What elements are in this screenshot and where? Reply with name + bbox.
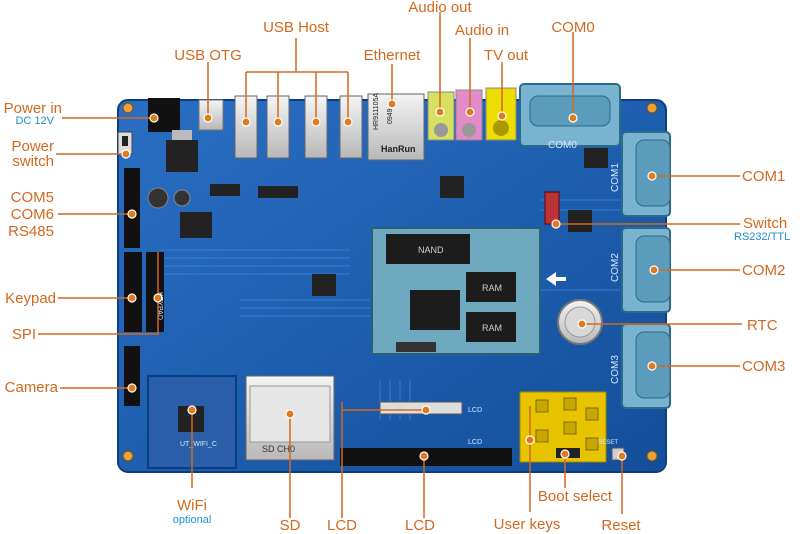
label-sd: SD	[279, 517, 301, 534]
wifi-silk: UT_WIFI_C	[180, 441, 217, 448]
com2-silk: COM2	[610, 253, 621, 282]
label-power-switch-2: switch	[12, 153, 54, 170]
com2-connector: COM2	[610, 227, 671, 313]
leader-lines	[38, 12, 742, 518]
label-com0: COM0	[551, 19, 595, 36]
label-wifi: WiFi	[177, 497, 207, 514]
com1-silk: COM1	[610, 163, 621, 192]
label-rs485: RS485	[8, 223, 54, 240]
camera-header	[124, 346, 140, 406]
label-camera: Camera	[4, 379, 58, 396]
white-arrow	[546, 272, 566, 286]
pcb-traces	[160, 199, 620, 420]
label-com6: COM6	[10, 206, 54, 223]
label-switch-sub: RS232/TTL	[734, 231, 791, 243]
mounting-holes	[122, 102, 658, 462]
label-com2: COM2	[742, 262, 786, 279]
reset-silk: RESET	[598, 440, 618, 446]
label-usb-host: USB Host	[263, 19, 329, 36]
rs232-ttl-switch	[544, 191, 560, 225]
label-reset: Reset	[601, 517, 641, 534]
keypad-silk: KEYPAD	[156, 292, 163, 320]
leader-dots	[121, 99, 659, 461]
sd-silk: SD CH0	[262, 444, 295, 454]
label-usb-otg: USB OTG	[174, 47, 242, 64]
label-lcd-2: LCD	[404, 517, 436, 534]
lcd-small-silk: LCD	[468, 407, 482, 414]
label-switch: Switch	[743, 215, 788, 232]
usb-host-connectors	[234, 95, 363, 159]
lcd-long-silk: LCD	[468, 439, 482, 446]
label-power-in: Power in	[3, 100, 62, 117]
label-audio-out: Audio out	[408, 0, 472, 16]
nand-silk: NAND	[418, 245, 444, 255]
label-keypad: Keypad	[5, 290, 56, 307]
label-ethernet: Ethernet	[363, 47, 421, 64]
com5-com6-rs485-header	[124, 168, 140, 248]
label-spi: SPI	[11, 326, 36, 343]
label-com1: COM1	[742, 168, 786, 185]
keypad-header	[124, 252, 142, 332]
label-rtc: RTC	[747, 317, 778, 334]
label-com3: COM3	[742, 358, 786, 375]
regulator-chip	[166, 140, 198, 172]
com0-silk: COM0	[548, 140, 577, 151]
label-user-keys: User keys	[493, 516, 561, 533]
cpu-chip	[410, 290, 460, 330]
label-wifi-sub: optional	[172, 514, 212, 526]
ethernet-code-text: 0949	[387, 108, 394, 124]
spi-header	[146, 252, 164, 332]
label-boot-select: Boot select	[537, 488, 613, 505]
ram1-silk: RAM	[482, 283, 502, 293]
label-lcd-1: LCD	[326, 517, 358, 534]
label-audio-in: Audio in	[454, 22, 510, 39]
com3-silk: COM3	[610, 355, 621, 384]
label-com5: COM5	[10, 189, 54, 206]
label-tv-out: TV out	[483, 47, 529, 64]
label-power-in-sub: DC 12V	[15, 115, 54, 127]
ethernet-part-text: HR911105A	[373, 93, 380, 130]
ethernet-brand-text: HanRun	[381, 144, 416, 154]
ram2-silk: RAM	[482, 323, 502, 333]
label-power-switch-1: Power	[11, 138, 54, 155]
lcd-small-connector	[379, 401, 463, 415]
user-key-buttons	[535, 397, 599, 451]
